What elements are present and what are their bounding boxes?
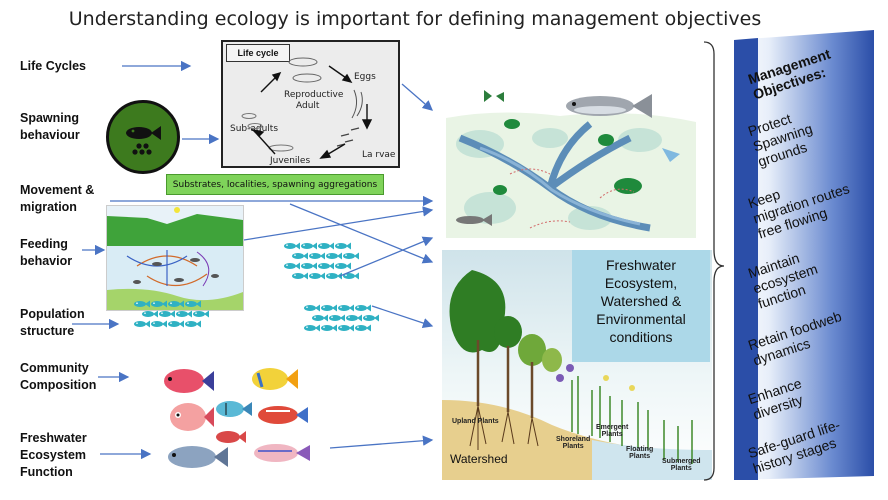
community-fish-illustration bbox=[164, 368, 310, 468]
spawning-details-bar: Substrates, localities, spawning aggrega… bbox=[166, 174, 384, 195]
spawning-icon bbox=[106, 100, 180, 174]
label-life-cycles: Life Cycles bbox=[20, 59, 87, 73]
label-watershed: Watershed bbox=[450, 452, 508, 466]
grouping-bracket bbox=[703, 41, 725, 481]
life-cycle-adult: Adult bbox=[296, 101, 320, 111]
life-cycle-sub-adults: Sub-adults bbox=[230, 124, 279, 134]
life-cycle-title: Life cycle bbox=[226, 44, 290, 62]
label-upland-plants: Upland Plants bbox=[452, 418, 499, 425]
life-cycle-illustration bbox=[241, 57, 373, 159]
life-cycle-juveniles: Juveniles bbox=[270, 156, 311, 166]
diagram-title: Understanding ecology is important for d… bbox=[68, 8, 762, 30]
life-cycle-reproductive: Reproductive bbox=[284, 90, 344, 100]
life-cycle-larvae: La rvae bbox=[362, 150, 396, 160]
river-habitat-illustration bbox=[446, 90, 696, 240]
management-objectives-panel bbox=[734, 30, 874, 480]
label-movement-migration: Movement &migration bbox=[20, 183, 95, 214]
life-cycle-eggs: Eggs bbox=[354, 72, 376, 82]
